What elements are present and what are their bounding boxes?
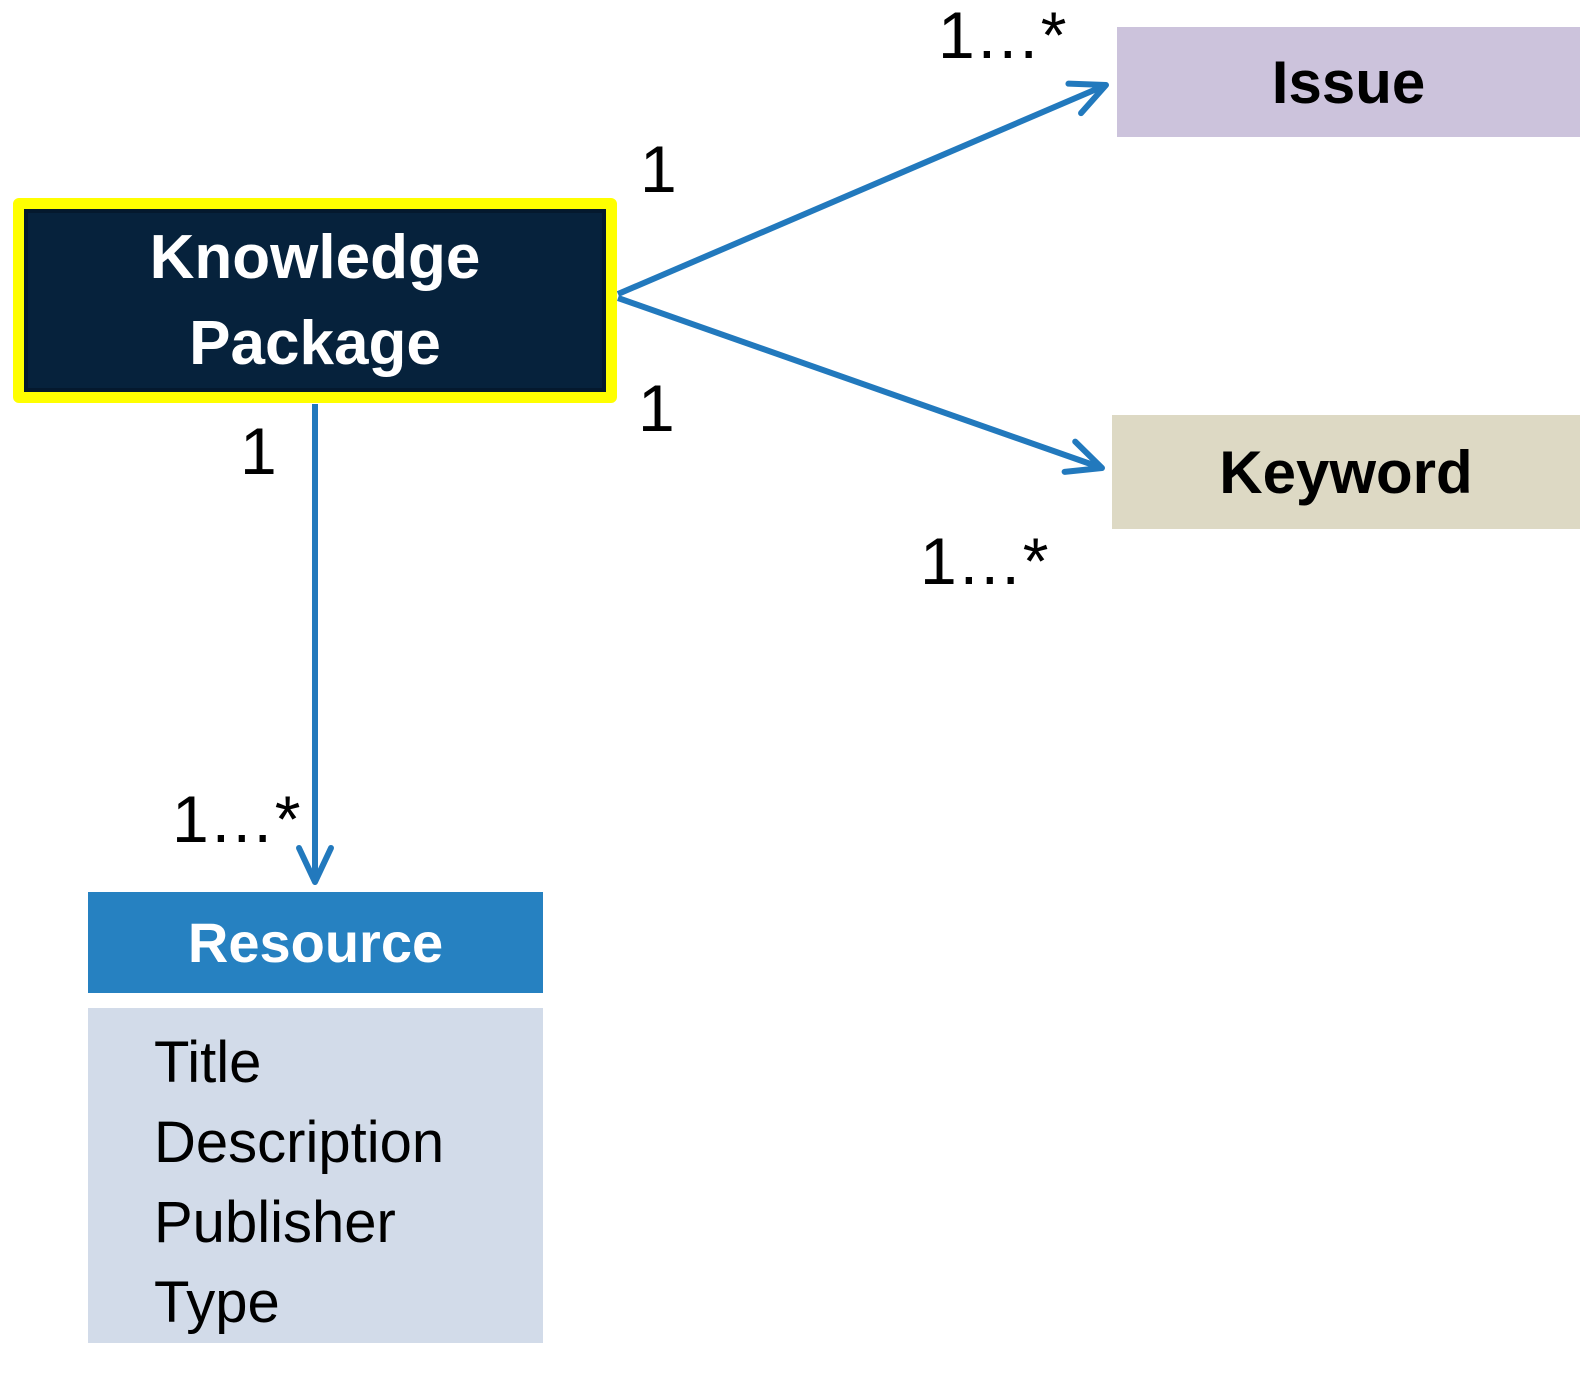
node-keyword-label: Keyword: [1219, 438, 1473, 506]
resource-attribute-publisher: Publisher: [154, 1190, 396, 1255]
resource-attribute-type: Type: [154, 1270, 280, 1335]
node-resource-attributes: Title Description Publisher Type: [88, 1008, 543, 1343]
node-issue: Issue: [1117, 27, 1580, 137]
resource-attribute-title: Title: [154, 1030, 262, 1095]
node-resource-header: Resource: [88, 892, 543, 993]
edge-knowledge-package-to-issue: [616, 80, 1109, 297]
multiplicity-kp-keyword-target: 1…*: [920, 524, 1049, 598]
multiplicity-kp-issue-source: 1: [640, 132, 677, 206]
multiplicity-kp-resource-target: 1…*: [172, 782, 301, 856]
node-knowledge-package-label: Knowledge Package: [149, 222, 481, 378]
multiplicity-kp-issue-target: 1…*: [938, 0, 1067, 72]
multiplicity-kp-keyword-source: 1: [638, 371, 675, 445]
node-issue-label: Issue: [1271, 48, 1426, 116]
node-resource-title: Resource: [187, 911, 444, 974]
node-knowledge-package: Knowledge Package: [13, 198, 617, 403]
resource-attribute-description: Description: [154, 1110, 445, 1175]
edge-knowledge-package-to-keyword: [617, 295, 1105, 475]
node-keyword: Keyword: [1112, 415, 1580, 529]
multiplicity-kp-resource-source: 1: [240, 414, 277, 488]
